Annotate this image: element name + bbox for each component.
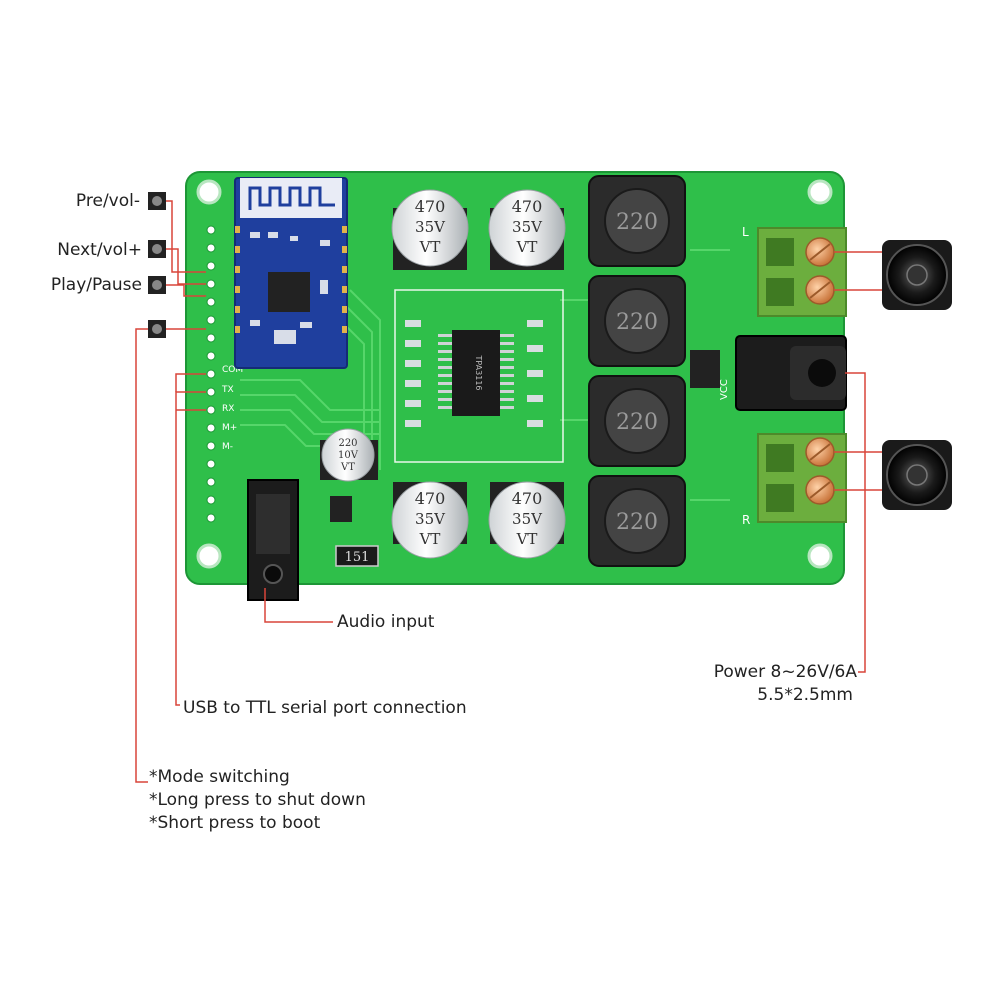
inductor-marking: 220 [616, 510, 658, 535]
terminal-block-right-channel: R [742, 433, 847, 527]
inductor-marking: 220 [616, 310, 658, 335]
antenna-trace [248, 186, 335, 210]
pin-header [206, 225, 216, 523]
cap-brand: VT [419, 530, 441, 548]
pin-label-m-minus: M- [222, 442, 233, 452]
cap-value: 470 [415, 197, 446, 216]
voltage-regulator [690, 350, 720, 388]
cap-brand: VT [419, 238, 441, 256]
inductor-marking: 220 [616, 210, 658, 235]
audio-jack [247, 479, 299, 601]
mounting-hole [196, 543, 222, 569]
pin-label-tx: TX [221, 385, 234, 395]
label-power-line2: 5.5*2.5mm [757, 685, 853, 705]
mounting-hole [196, 179, 222, 205]
label-pre-vol-minus: Pre/vol- [75, 191, 140, 211]
speaker-leader-lines [834, 251, 882, 491]
cap-value: 470 [415, 489, 446, 508]
label-next-vol-plus: Next/vol+ [57, 240, 142, 260]
dc-jack-label: VCC [719, 379, 730, 400]
right-channel-label: R [742, 513, 750, 527]
left-channel-label: L [742, 225, 749, 239]
cap-small-value: 220 [338, 438, 357, 449]
button-next-vol-plus [148, 240, 166, 258]
amplifier-chip: TPA3116 [438, 330, 514, 416]
label-usb-ttl: USB to TTL serial port connection [183, 698, 467, 718]
button-pre-vol-minus [148, 192, 166, 210]
resistor-151: 151 [335, 545, 379, 567]
capacitor-bottom-right: 470 35V VT [488, 481, 566, 559]
chip-marking: TPA3116 [474, 354, 483, 390]
cap-value: 470 [512, 197, 543, 216]
inductor-3: 220 [588, 375, 686, 467]
inductor-2: 220 [588, 275, 686, 367]
inductor-marking: 220 [616, 410, 658, 435]
dc-power-jack: VCC [719, 335, 847, 411]
capacitor-small: 220 10V VT [320, 428, 378, 482]
terminal-block-left-channel: L [742, 225, 847, 317]
leader-lines [135, 200, 866, 783]
cap-brand: VT [516, 530, 538, 548]
pin-label-rx: RX [222, 404, 234, 414]
cap-brand: VT [516, 238, 538, 256]
speaker-icon [882, 240, 952, 310]
cap-voltage: 35V [512, 218, 543, 236]
bluetooth-module [234, 177, 348, 369]
pin-label-m-plus: M+ [222, 423, 237, 433]
pin-label-com: COM [222, 365, 243, 375]
inductor-4: 220 [588, 475, 686, 567]
label-short-press: *Short press to boot [149, 813, 321, 833]
label-long-press: *Long press to shut down [149, 790, 366, 810]
transistor [330, 496, 352, 522]
label-mode-switching: *Mode switching [149, 767, 290, 787]
bluetooth-chip [268, 272, 310, 312]
cap-small-brand: VT [340, 462, 355, 473]
cap-value: 470 [512, 489, 543, 508]
capacitor-top-right: 470 35V VT [488, 189, 566, 270]
button-play-pause [148, 276, 166, 294]
amplifier-section-outline [394, 289, 564, 463]
label-power-line1: Power 8~26V/6A [713, 662, 857, 682]
cap-voltage: 35V [415, 218, 446, 236]
mounting-hole [807, 543, 833, 569]
mounting-hole [807, 179, 833, 205]
capacitor-bottom-left: 470 35V VT [391, 481, 469, 559]
cap-voltage: 35V [415, 510, 446, 528]
label-audio-input: Audio input [337, 612, 435, 632]
smd-components [405, 320, 543, 427]
cap-voltage: 35V [512, 510, 543, 528]
capacitor-top-left: 470 35V VT [391, 189, 469, 270]
cap-small-voltage: 10V [338, 450, 359, 461]
label-play-pause: Play/Pause [50, 275, 142, 295]
inductor-1: 220 [588, 175, 686, 267]
speaker-icon [882, 440, 952, 510]
button-mode [148, 320, 166, 338]
resistor-marking: 151 [345, 550, 370, 565]
